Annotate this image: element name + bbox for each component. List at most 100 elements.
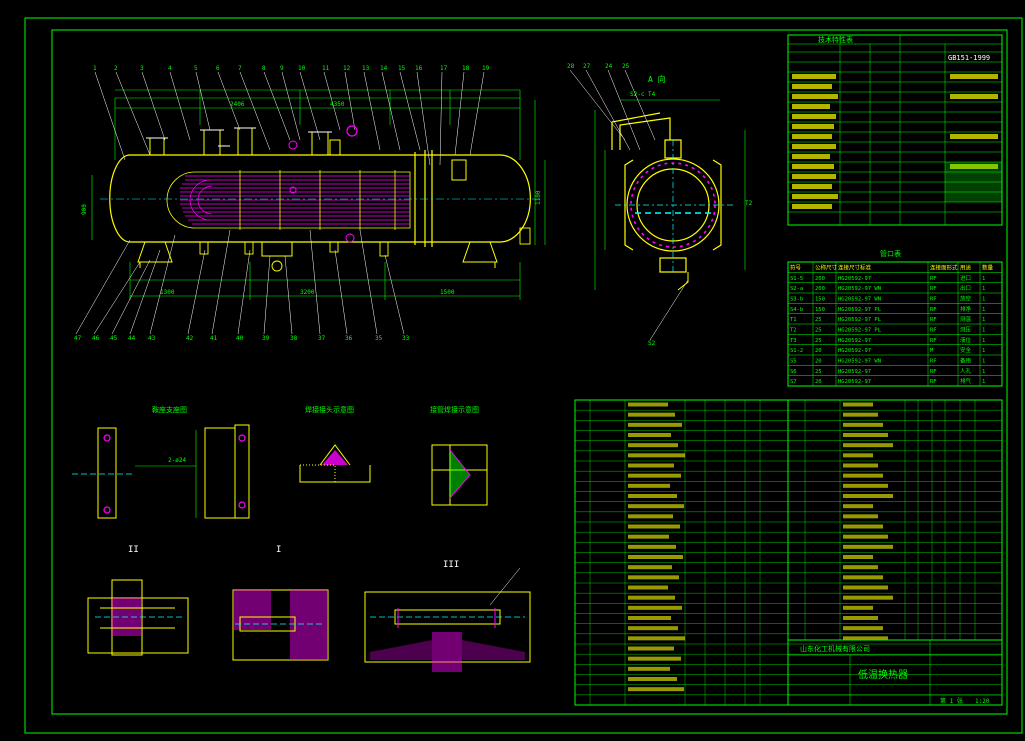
svg-text:15: 15 (398, 65, 406, 72)
nozzle-cell: RF (930, 286, 937, 292)
nozzle-cell: S1-2 (790, 348, 803, 354)
svg-text:33: 33 (402, 335, 410, 342)
svg-text:1500: 1500 (440, 289, 455, 296)
svg-text:S2-c T4: S2-c T4 (630, 91, 656, 98)
equipment-name: 低温换热器 (858, 668, 908, 681)
svg-text:1: 1 (93, 65, 97, 72)
nozzle-cell: HG20592-97 PL (838, 317, 882, 323)
svg-text:44: 44 (128, 335, 136, 342)
svg-text:18: 18 (462, 65, 470, 72)
section-detail-i: I (232, 545, 329, 661)
nozzle-cell: 25 (815, 369, 822, 375)
svg-text:2: 2 (114, 65, 118, 72)
weld-detail-1-title: 焊接接头示意图 (305, 405, 354, 414)
svg-text:2406: 2406 (230, 101, 245, 108)
svg-text:25: 25 (622, 63, 630, 70)
nozzle-cell: 20 (815, 348, 822, 354)
svg-text:19: 19 (482, 65, 490, 72)
svg-text:4: 4 (168, 65, 172, 72)
nozzle-cell: 测温 (960, 315, 972, 323)
svg-text:S2: S2 (648, 340, 656, 347)
nozzle-header-cell: 用途 (960, 263, 972, 271)
nozzle-cell: 200 (815, 276, 825, 282)
spec-header-right: GB151-1999 (948, 54, 990, 62)
nozzle-cell: HG20592-97 PL (838, 327, 882, 333)
svg-text:38: 38 (290, 335, 298, 342)
nozzle-cell: 备用 (960, 356, 971, 364)
nozzle-cell: HG20592-97 (838, 348, 871, 354)
weld-detail-2-title: 接管焊接示意图 (430, 405, 479, 414)
nozzle-cell: HG20592-97 WN (838, 286, 881, 292)
svg-text:3200: 3200 (300, 289, 315, 296)
svg-text:5: 5 (194, 65, 198, 72)
outer-border (24, 17, 1023, 734)
svg-text:3: 3 (140, 65, 144, 72)
section-detail-iii: III (364, 560, 531, 672)
nozzle-cell: HG20592-97 WN (838, 358, 881, 364)
nozzle-cell: 150 (815, 296, 825, 302)
section-detail-ii: II (87, 545, 189, 656)
nozzle-cell: 25 (815, 338, 822, 344)
bill-of-materials (574, 399, 1003, 706)
nozzle-cell: 1 (982, 358, 985, 364)
nozzle-header-cell: 符号 (790, 263, 802, 271)
nozzle-cell: S4-b (790, 307, 803, 313)
svg-text:17: 17 (440, 65, 448, 72)
end-view-label: A 向 (648, 74, 666, 84)
spec-header-left: 技术特性表 (818, 35, 853, 44)
nozzle-header-cell: 连接面形式 (930, 263, 958, 271)
nozzle-cell: HG20592-97 (838, 379, 871, 385)
nozzle-cell: RF (930, 369, 937, 375)
nozzle-cell: RF (930, 276, 937, 282)
nozzle-cell: RF (930, 296, 937, 302)
nozzle-cell: M (930, 348, 934, 354)
nozzle-cell: HG20592-97 PL (838, 307, 882, 313)
weld-detail-1: 焊接接头示意图 (299, 405, 371, 483)
svg-text:1100: 1100 (535, 190, 542, 205)
nozzle-cell: 液位 (960, 336, 972, 344)
detail-ii-label: II (128, 545, 139, 555)
svg-text:13: 13 (362, 65, 370, 72)
svg-text:47: 47 (74, 335, 82, 342)
svg-text:46: 46 (92, 335, 100, 342)
svg-text:36: 36 (345, 335, 353, 342)
nozzle-cell: T3 (790, 338, 797, 344)
sheet-label: 第 1 张 (940, 697, 963, 705)
nozzle-cell: T2 (790, 327, 797, 333)
svg-text:9: 9 (280, 65, 284, 72)
svg-text:12: 12 (343, 65, 351, 72)
nozzle-cell: RF (930, 338, 937, 344)
nozzle-table-title: 管口表 (880, 249, 901, 258)
nozzle-cell: 排净 (960, 305, 972, 313)
nozzle-cell: 25 (815, 317, 822, 323)
detail-iii-label: III (443, 560, 459, 570)
nozzle-cell: 1 (982, 369, 985, 375)
nozzle-cell: HG20592-97 (838, 276, 871, 282)
nozzle-cell: 1 (982, 348, 985, 354)
svg-text:39: 39 (262, 335, 270, 342)
nozzle-cell: 出口 (960, 284, 971, 292)
nozzle-cell: 200 (815, 286, 825, 292)
svg-text:4350: 4350 (330, 101, 345, 108)
svg-text:2-ø24: 2-ø24 (168, 457, 186, 464)
nozzle-cell: 1 (982, 307, 985, 313)
svg-text:24: 24 (605, 63, 613, 70)
inner-border (51, 29, 1008, 715)
nozzle-header-cell: 数量 (982, 263, 994, 271)
svg-text:10: 10 (298, 65, 306, 72)
svg-text:28: 28 (567, 63, 575, 70)
svg-text:T2: T2 (745, 200, 753, 207)
svg-text:40: 40 (236, 335, 244, 342)
nozzle-cell: HG20592-97 WN (838, 296, 881, 302)
svg-text:37: 37 (318, 335, 326, 342)
detail-i-label: I (276, 545, 281, 555)
saddle-detail-title: 鞍座支座图 (152, 405, 187, 414)
svg-text:14: 14 (380, 65, 388, 72)
svg-text:11: 11 (322, 65, 330, 72)
nozzle-cell: S3-b (790, 296, 803, 302)
nozzle-cell: 人孔 (960, 367, 972, 375)
nozzle-cell: RF (930, 379, 937, 385)
nozzle-cell: 20 (815, 358, 822, 364)
